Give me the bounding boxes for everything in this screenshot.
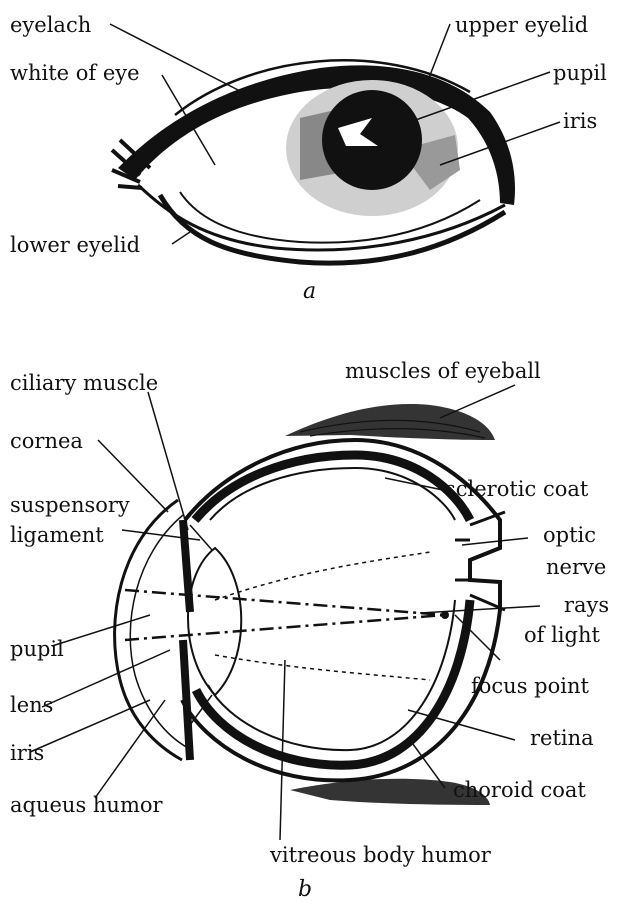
label-ciliary-muscle: ciliary muscle: [10, 371, 158, 395]
label-suspensory-line2: ligament: [10, 523, 104, 547]
label-iris-b: iris: [10, 741, 44, 765]
label-optic-line2: nerve: [546, 555, 606, 579]
label-upper-eyelid: upper eyelid: [455, 13, 588, 37]
cornea-inner: [130, 515, 188, 748]
label-suspensory-line1: suspensory: [10, 493, 130, 517]
ray-inner-lower: [215, 655, 430, 680]
label-white-of-eye: white of eye: [10, 61, 140, 85]
leader-aqueus-humor: [95, 700, 165, 798]
label-cornea: cornea: [10, 429, 83, 453]
label-sclerotic-coat: sclerotic coat: [445, 477, 589, 501]
choroid-band: [195, 455, 470, 765]
caption-a: a: [303, 279, 316, 304]
leader-muscles-of-eyeball: [440, 385, 515, 418]
panel-a-external-eye: eyelach white of eye lower eyelid upper …: [10, 13, 607, 304]
label-lower-eyelid: lower eyelid: [10, 233, 140, 257]
label-aqueus-humor: aqueus humor: [10, 793, 163, 817]
label-retina: retina: [530, 726, 594, 750]
label-pupil-a: pupil: [553, 61, 607, 85]
leader-pupil-b: [52, 615, 150, 646]
optic-nerve: [455, 512, 505, 610]
retina-line: [208, 468, 455, 750]
label-optic-line1: optic: [543, 523, 596, 547]
ray-lower: [125, 615, 445, 640]
lens-drawing: [188, 548, 241, 695]
label-choroid-coat: choroid coat: [453, 778, 586, 802]
label-focus-point: focus point: [471, 674, 589, 698]
panel-b-eye-section: muscles of eyeball ciliary muscle cornea…: [10, 359, 609, 901]
leader-rays-of-light: [420, 606, 540, 613]
ray-upper: [125, 590, 445, 615]
label-lens: lens: [10, 693, 53, 717]
label-rays-line1: rays: [564, 593, 609, 617]
leader-optic-nerve: [462, 538, 528, 545]
leader-vitreous-body: [280, 660, 285, 840]
caption-b: b: [298, 877, 312, 901]
label-vitreous-body-humor: vitreous body humor: [269, 843, 492, 867]
leader-upper-eyelid: [425, 24, 450, 88]
label-eyelash: eyelach: [10, 13, 91, 37]
label-pupil-b: pupil: [10, 637, 64, 661]
label-muscles-of-eyeball: muscles of eyeball: [345, 359, 541, 383]
label-iris-a: iris: [563, 109, 597, 133]
ray-inner-upper: [215, 552, 430, 600]
leader-lower-eyelid: [172, 232, 190, 244]
cornea-drawing: [115, 500, 182, 760]
label-rays-line2: of light: [524, 623, 600, 647]
pupil-drawing: [322, 90, 422, 190]
